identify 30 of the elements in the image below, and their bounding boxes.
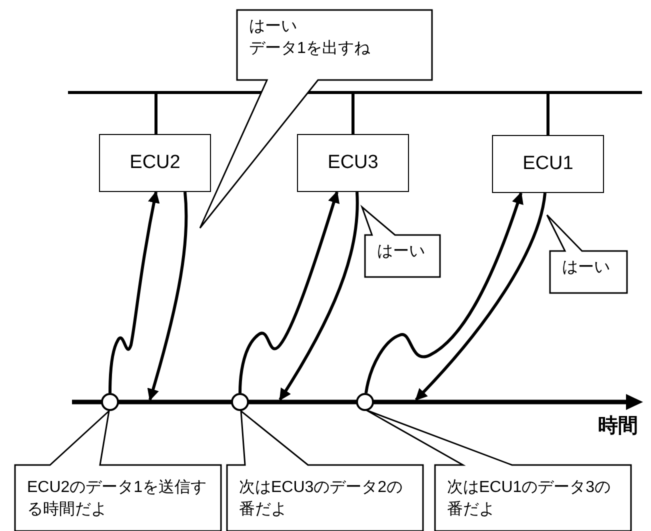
ecu-box	[99, 134, 211, 192]
bubble-text: ECU2のデータ1を送信する時間だよ	[27, 478, 208, 520]
signal-arrow	[364, 192, 524, 394]
speech-bubble	[547, 215, 627, 293]
time-axis-arrow	[72, 394, 643, 410]
speech-bubble	[200, 10, 432, 228]
ecu-box	[492, 135, 604, 193]
bubble-text: データ1を出すね	[249, 38, 371, 59]
signal-arrow	[238, 190, 340, 394]
ecu-label: ECU2	[130, 152, 180, 174]
speech-bubble	[362, 207, 440, 277]
axis-label: 時間	[598, 414, 638, 439]
bus-stub-line	[352, 94, 354, 134]
bubble-text: はーい	[562, 258, 611, 278]
signal-arrow	[147, 192, 188, 401]
ecu-label: ECU3	[328, 152, 378, 174]
signal-arrow	[278, 192, 359, 401]
bus-stub-line	[546, 94, 550, 135]
ecu-label: ECU1	[522, 153, 574, 175]
bubble-text: 次はECU3のデータ2の番だよ	[239, 478, 404, 520]
bubble-text: はーい	[377, 242, 426, 262]
bubble-text: はーい	[249, 17, 298, 37]
ecu-box	[297, 134, 409, 192]
speech-bubble	[15, 411, 221, 531]
signal-arrow	[108, 190, 160, 394]
bubble-text: 次はECU1のデータ3の番だよ	[447, 478, 612, 520]
signal-arrow	[414, 192, 546, 401]
bus-stub-line	[154, 94, 158, 134]
bus-line	[68, 90, 642, 94]
speech-bubble	[227, 411, 423, 531]
